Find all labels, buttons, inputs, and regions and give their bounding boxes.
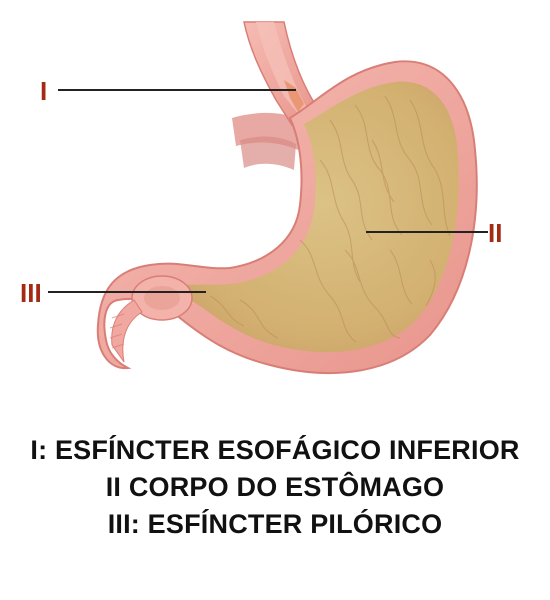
stomach-diagram: I II III xyxy=(20,21,502,374)
stomach-body xyxy=(96,60,478,374)
legend-item-I: I: ESFÍNCTER ESOFÁGICO INFERIOR xyxy=(30,435,520,465)
legend-item-II: II CORPO DO ESTÔMAGO xyxy=(105,472,445,502)
legend-item-III: III: ESFÍNCTER PILÓRICO xyxy=(107,509,443,539)
label-II: II xyxy=(488,218,502,248)
legend: I: ESFÍNCTER ESOFÁGICO INFERIOR II CORPO… xyxy=(0,432,550,543)
label-I: I xyxy=(40,76,47,106)
rugae-folds xyxy=(209,95,451,343)
diaphragm-tissue xyxy=(232,112,300,170)
esophagus xyxy=(243,21,322,126)
label-III: III xyxy=(20,278,42,308)
